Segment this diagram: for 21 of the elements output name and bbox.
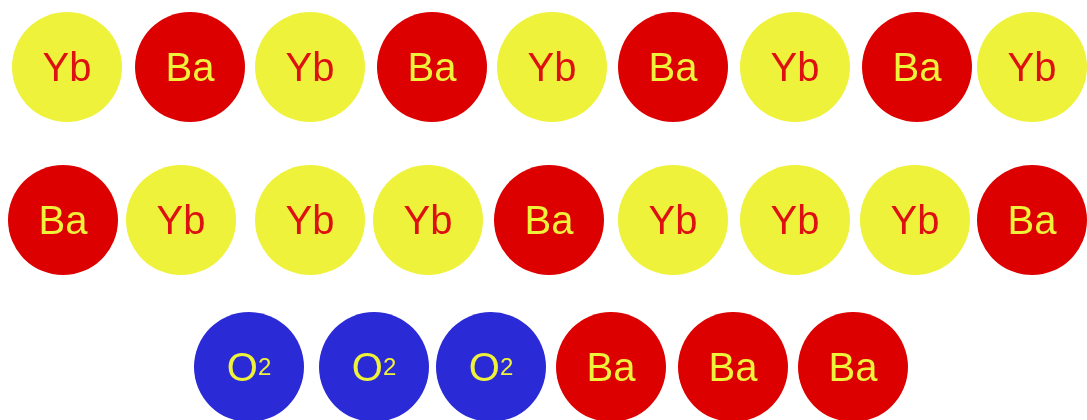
atom-circle: Yb [497, 12, 607, 122]
atom-circle: Ba [135, 12, 245, 122]
atom-circle: Ba [556, 312, 666, 420]
atom-circle: Ba [377, 12, 487, 122]
atom-circle: Yb [977, 12, 1087, 122]
atom-circle: Yb [740, 165, 850, 275]
atom-circle: Ba [494, 165, 604, 275]
atom-circle: Ba [678, 312, 788, 420]
atom-circle: Yb [255, 165, 365, 275]
atom-circle: Ba [798, 312, 908, 420]
atom-circle: Yb [860, 165, 970, 275]
atom-circle: Ba [618, 12, 728, 122]
atom-circle: Yb [618, 165, 728, 275]
atom-circle: Yb [740, 12, 850, 122]
atom-circle: Yb [12, 12, 122, 122]
atom-circle: Yb [126, 165, 236, 275]
atom-circle: Ba [977, 165, 1087, 275]
atom-circle: Ba [8, 165, 118, 275]
atom-circle: Ba [862, 12, 972, 122]
atom-circle: Yb [373, 165, 483, 275]
atom-circle: Yb [255, 12, 365, 122]
